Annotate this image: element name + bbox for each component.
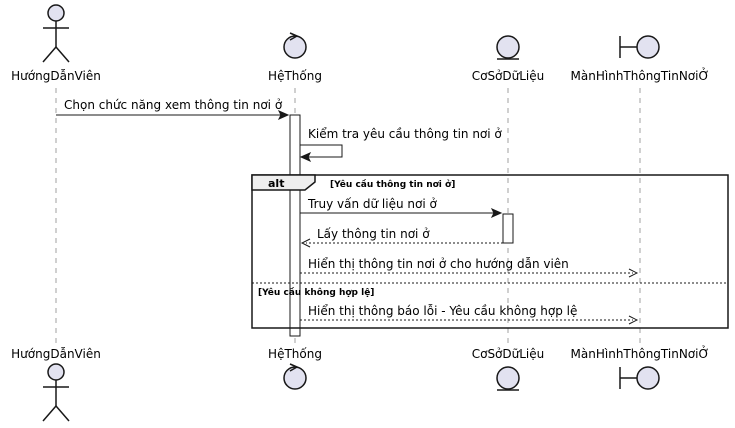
message-2-arrow — [300, 144, 343, 158]
participant-system-top: HệThống — [268, 69, 322, 83]
alt-guard-1: [Yêu cầu thông tin nơi ở] — [330, 179, 455, 190]
activation-system — [289, 114, 301, 337]
message-2-label: Kiểm tra yêu cầu thông tin nơi ở — [308, 127, 502, 141]
entity-icon-top — [496, 35, 520, 60]
participant-guide-bottom: HướngDẫnViên — [11, 347, 101, 361]
message-3-arrowhead — [490, 207, 503, 219]
participant-system-bottom: HệThống — [268, 347, 322, 361]
boundary-icon-top — [619, 35, 660, 59]
alt-guard-2: [Yêu cầu không hợp lệ] — [258, 287, 374, 298]
message-5-arrowhead — [628, 268, 639, 278]
alt-fragment-tab — [251, 174, 316, 191]
message-2-arrowhead — [299, 151, 312, 163]
participant-database-top: CơSởDữLiệu — [472, 69, 545, 83]
participant-screen-top: MànHìnhThôngTinNơiỞ — [571, 67, 710, 83]
entity-icon-bottom — [496, 366, 520, 391]
participant-screen-bottom: MànHìnhThôngTinNơiỞ — [571, 345, 710, 361]
alt-fragment — [251, 174, 729, 329]
message-1-arrowhead — [277, 109, 290, 121]
activation-database — [502, 213, 514, 244]
control-icon-top — [283, 32, 307, 59]
participant-guide-top: HướngDẫnViên — [11, 69, 101, 83]
message-1-label: Chọn chức năng xem thông tin nơi ở — [64, 98, 283, 112]
alt-operator: alt — [268, 177, 284, 190]
message-6-label: Hiển thị thông báo lỗi - Yêu cầu không h… — [308, 304, 577, 318]
participant-database-bottom: CơSởDữLiệu — [472, 347, 545, 361]
message-3-label: Truy vấn dữ liệu nơi ở — [307, 197, 438, 211]
actor-icon-top — [42, 4, 70, 63]
boundary-icon-bottom — [619, 366, 660, 390]
message-4-label: Lấy thông tin nơi ở — [317, 227, 430, 241]
message-4-arrowhead — [300, 238, 311, 248]
message-6-arrowhead — [628, 315, 639, 325]
control-icon-bottom — [283, 363, 307, 390]
actor-icon-bottom — [42, 363, 70, 422]
message-5-label: Hiển thị thông tin nơi ở cho hướng dẫn v… — [308, 257, 569, 271]
